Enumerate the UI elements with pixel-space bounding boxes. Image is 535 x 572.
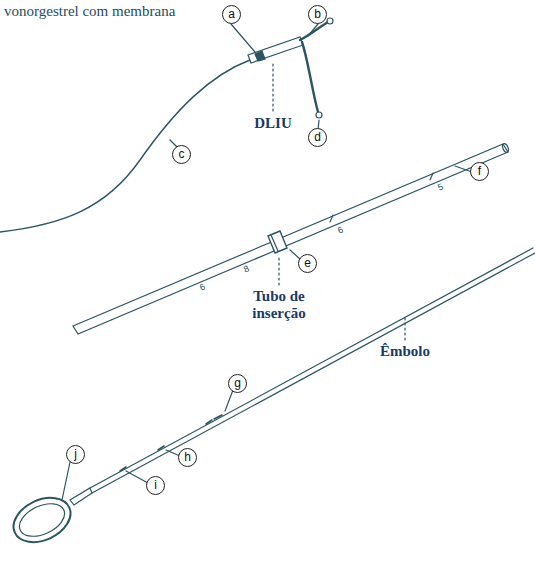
iud-arm [300, 22, 328, 40]
callout-letter: h [178, 448, 197, 467]
callout-letter: b [308, 5, 327, 24]
dotted-pointer [272, 64, 273, 112]
stem-tip [255, 51, 265, 61]
scale-tick [330, 215, 333, 222]
flange-edge [271, 235, 278, 251]
callout-letter: e [298, 254, 317, 273]
plunger-mark [158, 446, 164, 450]
flange [268, 231, 287, 253]
scale-number: 6 [336, 225, 344, 235]
leader-line [231, 24, 255, 52]
leader-line [225, 390, 233, 411]
scale-number: 5 [436, 182, 444, 192]
part-name: Êmbolo [380, 343, 430, 360]
scale-number: 8 [242, 264, 250, 274]
callout-letter: d [308, 128, 327, 147]
leader-line [62, 462, 70, 500]
plunger-mark [206, 415, 222, 424]
leader-line [126, 471, 148, 483]
callout-letter: j [66, 445, 85, 464]
callout-letter: a [222, 5, 241, 24]
insertion-tube [73, 144, 508, 334]
plunger-ring-inner [14, 497, 69, 543]
dotted-pointer [278, 258, 279, 285]
dotted-pointer [404, 318, 405, 340]
plunger-rod [90, 248, 535, 493]
tube-opening [501, 143, 509, 153]
callout-letter: f [470, 162, 489, 181]
arm-knob [327, 18, 333, 24]
part-name: Tubo de inserção [240, 288, 318, 323]
callout-letter: g [228, 374, 247, 393]
callout-letter: i [146, 476, 165, 495]
plunger-grip [70, 488, 92, 505]
iud-arm [302, 42, 318, 112]
arm-knob [316, 112, 322, 118]
diagram-title: vonorgestrel com membrana [4, 4, 175, 19]
iud-stem [248, 37, 303, 63]
scale-tick [430, 173, 433, 180]
removal-thread [0, 60, 250, 232]
callout-letter: c [172, 145, 191, 164]
plunger-ring [6, 489, 77, 551]
scale-number: 6 [198, 282, 206, 292]
plunger-mark [120, 467, 126, 471]
part-name: DLIU [254, 115, 292, 132]
leader-line [308, 24, 318, 36]
